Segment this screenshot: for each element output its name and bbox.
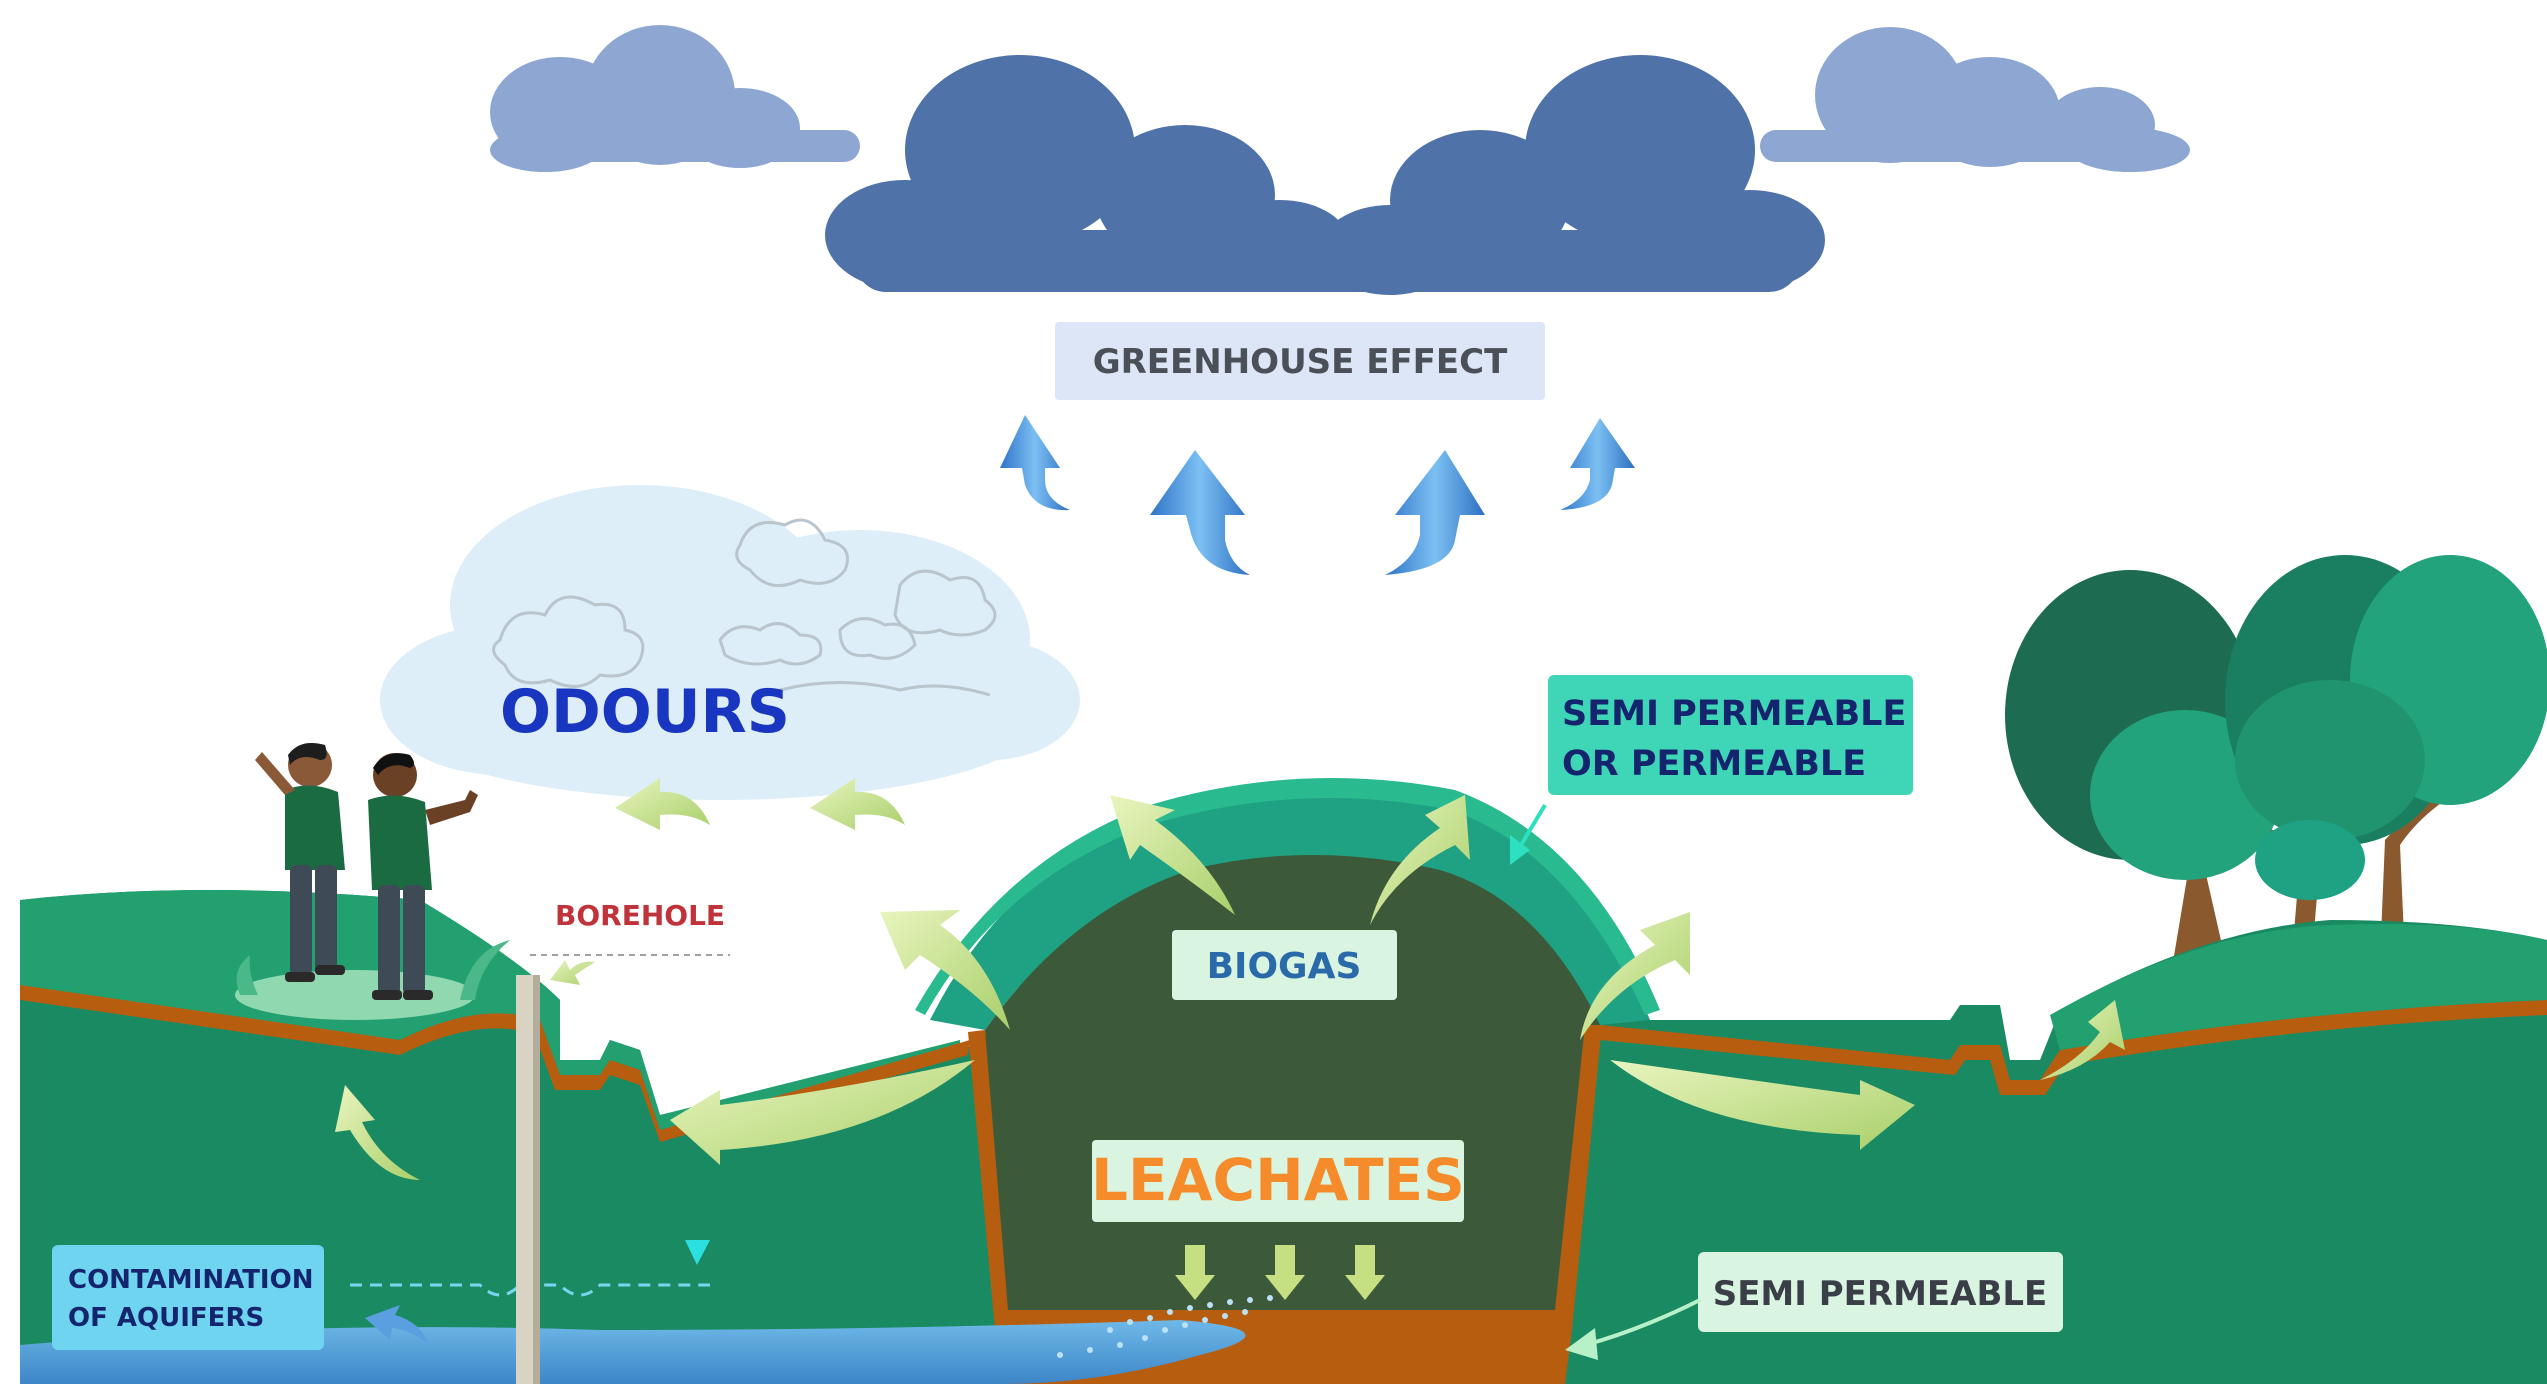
biogas-flow-arrows [335,795,2125,1180]
cloud-left-light [490,25,860,172]
landfill-cap [930,787,1650,1030]
water-table-line [350,1283,710,1297]
odour-arrow-2 [810,778,905,830]
semi-permeable-label: SEMI PERMEABLE [1713,1274,2048,1314]
tree-trunk [2380,790,2460,960]
up-arrow-2 [1150,450,1250,575]
leachates-box [1092,1140,1464,1222]
borehole-arrow [550,960,595,985]
semi-permeable-pointer [1584,1298,1701,1347]
permeable-pointer-head [1510,835,1530,865]
down-arrow [1175,1245,1215,1300]
flow-arrow-right-mid [1610,1060,1915,1150]
cloud-right-dark [1320,55,1825,295]
up-arrow-3 [1385,450,1485,575]
trees [2005,555,2547,980]
odour-smoke-puffs [492,518,997,697]
semi-permeable-or-permeable-line2: OR PERMEABLE [1562,744,1866,784]
semi-permeable-pointer-head [1565,1328,1598,1360]
contamination-of-aquifers-line2: OF AQUIFERS [68,1303,264,1333]
water-table-marker [685,1240,710,1265]
tree-canopy [2235,680,2425,840]
flow-arrow-ground-left [335,1085,420,1180]
up-arrow-1 [1000,415,1070,511]
person-body [285,785,345,870]
leachates-label: LEACHATES [1091,1146,1465,1214]
flow-arrow-left-top [880,910,1010,1030]
flow-arrow-ground-right [2040,1000,2125,1080]
flow-arrow-top-right [1370,795,1470,925]
liner-ground-right [1600,1000,2547,1095]
biogas-box [1172,930,1397,1000]
up-arrow-4 [1560,418,1635,510]
contamination-of-aquifers-line1: CONTAMINATION [68,1265,313,1295]
odour-arrows [615,778,905,830]
cloud-left-dark [825,55,1415,292]
semi-permeable-or-permeable-line1: SEMI PERMEABLE [1562,694,1906,734]
leachate-dots [1057,1295,1273,1358]
greenhouse-effect-label: GREENHOUSE EFFECT [1093,342,1508,382]
borehole-pipe-shade [533,975,540,1384]
grass-patch [235,970,475,1020]
greenhouse-effect-box [1055,322,1545,400]
flow-arrow-left-mid [670,1060,975,1165]
right-hill [2050,924,2547,1050]
person-body [368,795,432,890]
flow-arrow-top-left [1110,795,1235,915]
odour-arrow-1 [615,778,710,830]
cloud-right-light [1760,27,2190,172]
leachate-down-arrows [1175,1245,1385,1300]
grass-leaf [460,940,510,1000]
landfill-cap-top [915,778,1660,1015]
ground-surface [20,890,960,1130]
down-arrow [1265,1245,1305,1300]
grass-leaf [236,955,258,995]
tree-canopy [2255,820,2365,900]
contamination-of-aquifers-box [52,1245,324,1350]
aquifer-arrow [365,1305,430,1345]
odours-label: ODOURS [500,677,790,747]
flow-arrow-right-top [1580,912,1690,1040]
greenhouse-up-arrows [1000,415,1635,575]
liner-ground-left [20,985,970,1142]
biogas-label: BIOGAS [1207,946,1362,987]
aquifer-water [20,1320,1246,1384]
people [235,742,510,1020]
tree-canopy [2090,710,2280,880]
down-arrow [1345,1245,1385,1300]
semi-permeable-box [1698,1252,2063,1332]
semi-permeable-or-permeable-box [1548,675,1913,795]
borehole-label: BOREHOLE [555,899,725,932]
odour-cloud [380,485,1080,800]
